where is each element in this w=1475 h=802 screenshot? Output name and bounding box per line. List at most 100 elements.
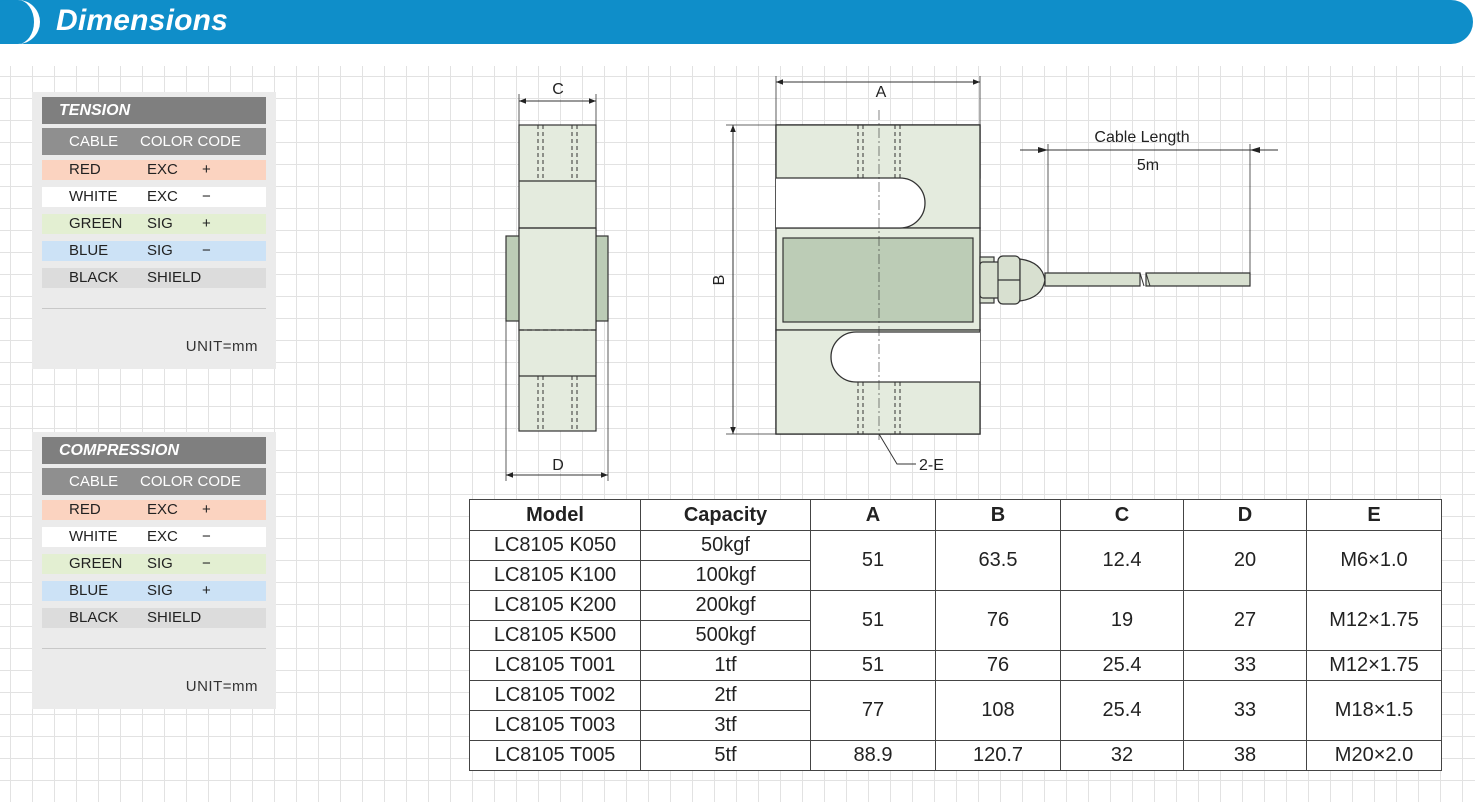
capacity-cell: 50kgf: [640, 530, 811, 561]
c-cell: 25.4: [1060, 650, 1184, 681]
capacity-cell: 200kgf: [640, 590, 811, 621]
header-pill-decoration: [0, 0, 40, 44]
e-cell: M12×1.75: [1306, 650, 1442, 681]
model-cell: LC8105 K200: [469, 590, 641, 621]
label-window: [782, 237, 974, 323]
table-row: LC8105 T003 3tf: [469, 710, 1442, 741]
wire-function: EXC: [147, 528, 178, 545]
wire-function: SIG: [147, 242, 173, 259]
d-cell: 38: [1183, 740, 1307, 771]
divider: [42, 648, 266, 649]
color-code-column-label: COLOR CODE: [140, 133, 241, 150]
table-row: LC8105 K050 50kgf 51 63.5 12.4 20 M6×1.0: [469, 530, 1442, 591]
compression-column-header: CABLE COLOR CODE: [42, 468, 266, 495]
c-cell: 25.4: [1060, 680, 1184, 741]
wire-function: SIG: [147, 215, 173, 232]
table-row: LC8105 T002 2tf 77 108 25.4 33 M18×1.5: [469, 680, 1442, 741]
section-header: Dimensions: [0, 0, 1473, 44]
e-cell: M18×1.5: [1306, 680, 1442, 741]
wire-function: SIG: [147, 582, 173, 599]
wire-polarity: −: [202, 242, 211, 259]
compression-title: COMPRESSION: [42, 437, 266, 464]
header-e: E: [1306, 499, 1442, 531]
wire-color: BLACK: [69, 269, 119, 286]
header-a: A: [810, 499, 936, 531]
model-cell: LC8105 T002: [469, 680, 641, 711]
color-code-row: GREEN SIG +: [42, 214, 266, 234]
a-cell: 51: [810, 650, 936, 681]
a-cell: 88.9: [810, 740, 936, 771]
table-row: LC8105 T001 1tf 51 76 25.4 33 M12×1.75: [469, 650, 1442, 681]
capacity-cell: 100kgf: [640, 560, 811, 591]
c-cell: 32: [1060, 740, 1184, 771]
header-bar: [0, 0, 1473, 44]
b-cell: 76: [935, 650, 1061, 681]
a-cell: 77: [810, 680, 936, 741]
wire-color: WHITE: [69, 188, 118, 205]
wire-function: SIG: [147, 555, 173, 572]
cable-gland: [979, 255, 1251, 305]
model-cell: LC8105 T001: [469, 650, 641, 681]
thread-holes: [857, 125, 901, 434]
tension-column-header: CABLE COLOR CODE: [42, 128, 266, 155]
b-cell: 108: [935, 680, 1061, 741]
cable-column-label: CABLE: [69, 133, 119, 150]
c-cell: 12.4: [1060, 530, 1184, 591]
wire-function: EXC: [147, 501, 178, 518]
wire-color: BLUE: [69, 582, 109, 599]
table-row: LC8105 T005 5tf 88.9 120.7 32 38 M20×2.0: [469, 740, 1442, 771]
wire-color: BLUE: [69, 242, 109, 259]
wire-polarity: −: [202, 528, 211, 545]
color-code-row: WHITE EXC −: [42, 187, 266, 207]
capacity-cell: 2tf: [640, 680, 811, 711]
wire-polarity: +: [202, 501, 211, 518]
d-cell: 20: [1183, 530, 1307, 591]
wire-polarity: −: [202, 188, 211, 205]
a-cell: 51: [810, 590, 936, 651]
header-c: C: [1060, 499, 1184, 531]
color-code-row: BLUE SIG −: [42, 241, 266, 261]
color-code-row: GREEN SIG −: [42, 554, 266, 574]
dimension-b-label: B: [711, 275, 728, 286]
table-row: LC8105 K500 500kgf: [469, 620, 1442, 651]
model-cell: LC8105 T005: [469, 740, 641, 771]
c-cell: 19: [1060, 590, 1184, 651]
color-code-row: WHITE EXC −: [42, 527, 266, 547]
table-row: LC8105 K200 200kgf 51 76 19 27 M12×1.75: [469, 590, 1442, 651]
b-cell: 76: [935, 590, 1061, 651]
wire-polarity: +: [202, 215, 211, 232]
d-cell: 27: [1183, 590, 1307, 651]
tension-title: TENSION: [42, 97, 266, 124]
model-cell: LC8105 T003: [469, 710, 641, 741]
wire-polarity: −: [202, 555, 211, 572]
model-cell: LC8105 K500: [469, 620, 641, 651]
wire-color: GREEN: [69, 555, 123, 572]
e-cell: M12×1.75: [1306, 590, 1442, 651]
model-cell: LC8105 K050: [469, 530, 641, 561]
model-cell: LC8105 K100: [469, 560, 641, 591]
b-cell: 120.7: [935, 740, 1061, 771]
dimension-a-label: A: [876, 84, 887, 101]
a-cell: 51: [810, 530, 936, 591]
dimension-d-label: D: [552, 457, 564, 474]
dimension-e-label: 2-E: [919, 457, 944, 474]
wire-color: GREEN: [69, 215, 123, 232]
wire-color: WHITE: [69, 528, 118, 545]
e-leader-line: [878, 433, 916, 465]
table-header-row: Model Capacity A B C D E: [469, 499, 1442, 531]
e-cell: M20×2.0: [1306, 740, 1442, 771]
wire-function: EXC: [147, 188, 178, 205]
e-cell: M6×1.0: [1306, 530, 1442, 591]
dimension-c-label: C: [552, 81, 564, 98]
header-model: Model: [469, 499, 641, 531]
wire-function: SHIELD: [147, 609, 202, 626]
header-d: D: [1183, 499, 1307, 531]
capacity-cell: 5tf: [640, 740, 811, 771]
specification-table: Model Capacity A B C D E LC8105 K050 50k…: [469, 499, 1442, 771]
